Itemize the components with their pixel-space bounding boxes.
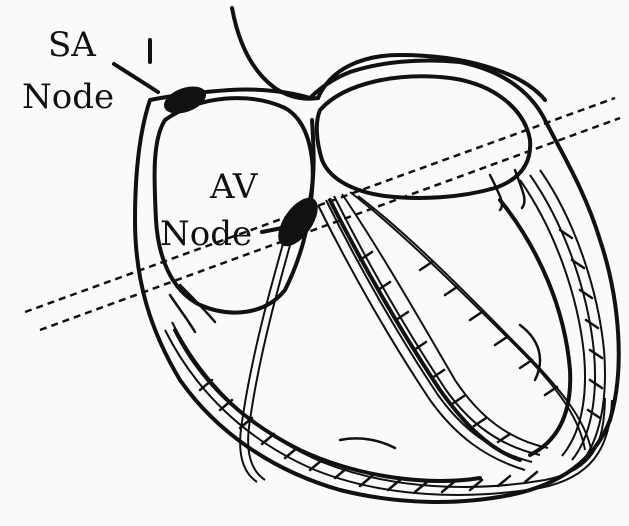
left-atrium	[317, 76, 530, 198]
sa-node-pointer	[114, 64, 158, 92]
left-ventricle-inner	[500, 200, 570, 455]
sa-node-mark	[160, 81, 210, 119]
av-label-line1: AV	[209, 167, 259, 207]
plane-line-2	[40, 118, 620, 330]
av-label-line2: Node	[160, 214, 252, 254]
sa-label-line1: SA	[48, 25, 96, 65]
sa-label-line2: Node	[22, 77, 114, 117]
plane-line-1	[25, 98, 615, 312]
aorta-left-wall	[232, 8, 318, 99]
